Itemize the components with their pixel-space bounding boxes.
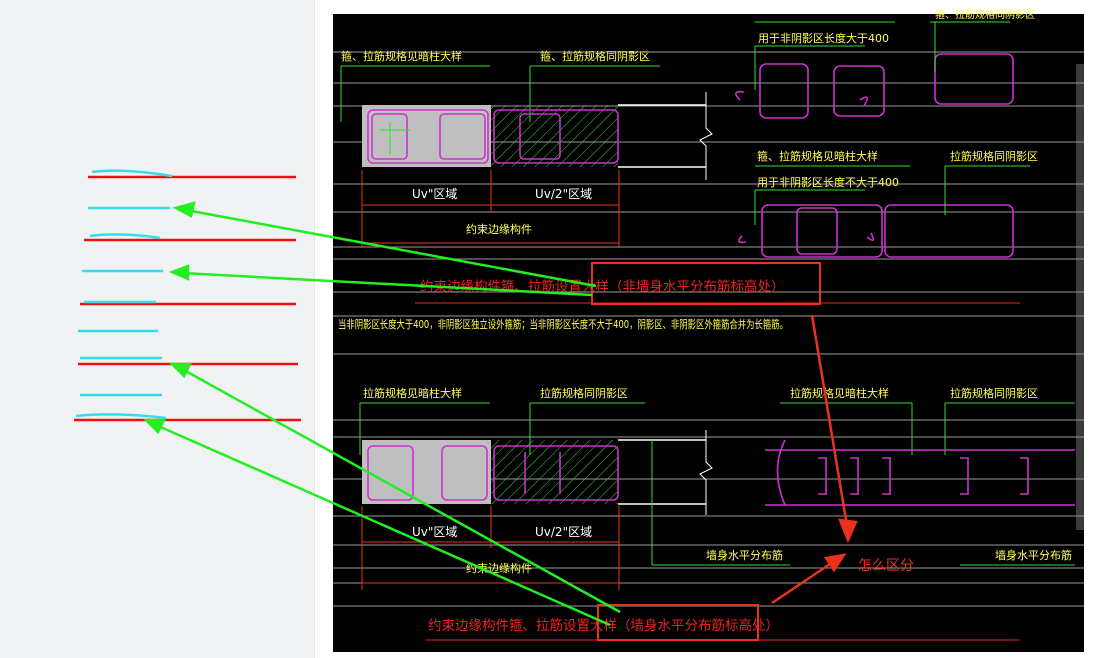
- s2-wall-rebar: 墙身水平分布筋: [706, 548, 783, 562]
- s1-title: 约束边缘构件箍、拉筋设置大样（非墙身水平分布筋标高处）: [420, 278, 785, 295]
- s2-region-2: Uv/2"区域: [535, 525, 592, 539]
- s2-dimension: [361, 506, 620, 590]
- s1-member: 约束边缘构件: [466, 222, 532, 236]
- vertical-scrollbar[interactable]: [1076, 64, 1084, 530]
- s2-hatched-zone: [491, 440, 618, 504]
- right-low-rebar: [765, 439, 1075, 506]
- red-underlines: [74, 175, 301, 422]
- s2-label-left: 拉筋规格见暗柱大样: [363, 386, 462, 400]
- s1-hatched-zone: [491, 105, 618, 167]
- right-top-rebar: [735, 53, 1014, 119]
- rl-label-left: 拉筋规格见暗柱大样: [790, 386, 889, 400]
- red-arrows: [771, 314, 858, 605]
- s2-member: 约束边缘构件: [466, 561, 532, 575]
- left-panel: [0, 0, 314, 658]
- s2-region-1: Uv"区域: [412, 525, 457, 539]
- panel-divider: [314, 0, 315, 658]
- rm-label-right: 拉筋规格同阴影区: [950, 149, 1038, 163]
- right-mid-rebar: [738, 204, 1014, 258]
- highlight-box-top: [591, 262, 821, 305]
- s1-region-2: Uv/2"区域: [535, 187, 592, 201]
- s2-title: 约束边缘构件箍、拉筋设置大样（墙身水平分布筋标高处）: [428, 617, 779, 634]
- s1-rebar: [367, 109, 619, 164]
- rl-label-right: 拉筋规格同阴影区: [950, 386, 1038, 400]
- rm-label-left: 箍、拉筋规格见暗柱大样: [757, 149, 878, 163]
- s2-shaded-zone: [362, 440, 491, 504]
- note-line: 当非阴影区长度大于400，非阴影区独立设外箍筋；当非阴影区长度不大于400，阴影…: [338, 317, 788, 331]
- s2-label-right: 拉筋规格同阴影区: [540, 386, 628, 400]
- cyan-strokes: [75, 169, 173, 420]
- highlight-box-bottom: [597, 604, 759, 641]
- s1-dimension: [361, 170, 620, 248]
- s1-label-left: 箍、拉筋规格见暗柱大样: [341, 49, 462, 63]
- green-arrows: [142, 201, 621, 627]
- cad-grid-lines: [333, 51, 1084, 607]
- s1-label-right: 箍、拉筋规格同阴影区: [540, 49, 650, 63]
- rm-note: 用于非阴影区长度不大于400: [757, 175, 899, 189]
- top-note-1: 用于非阴影区长度大于400: [758, 31, 889, 45]
- top-cut-label: 箍、拉筋规格同阴影区: [935, 8, 1035, 21]
- s1-shaded-zone: [362, 105, 491, 167]
- s1-region-1: Uv"区域: [412, 187, 457, 201]
- question-label: 怎么区分: [858, 558, 914, 574]
- rl-wall-rebar: 墙身水平分布筋: [995, 548, 1072, 562]
